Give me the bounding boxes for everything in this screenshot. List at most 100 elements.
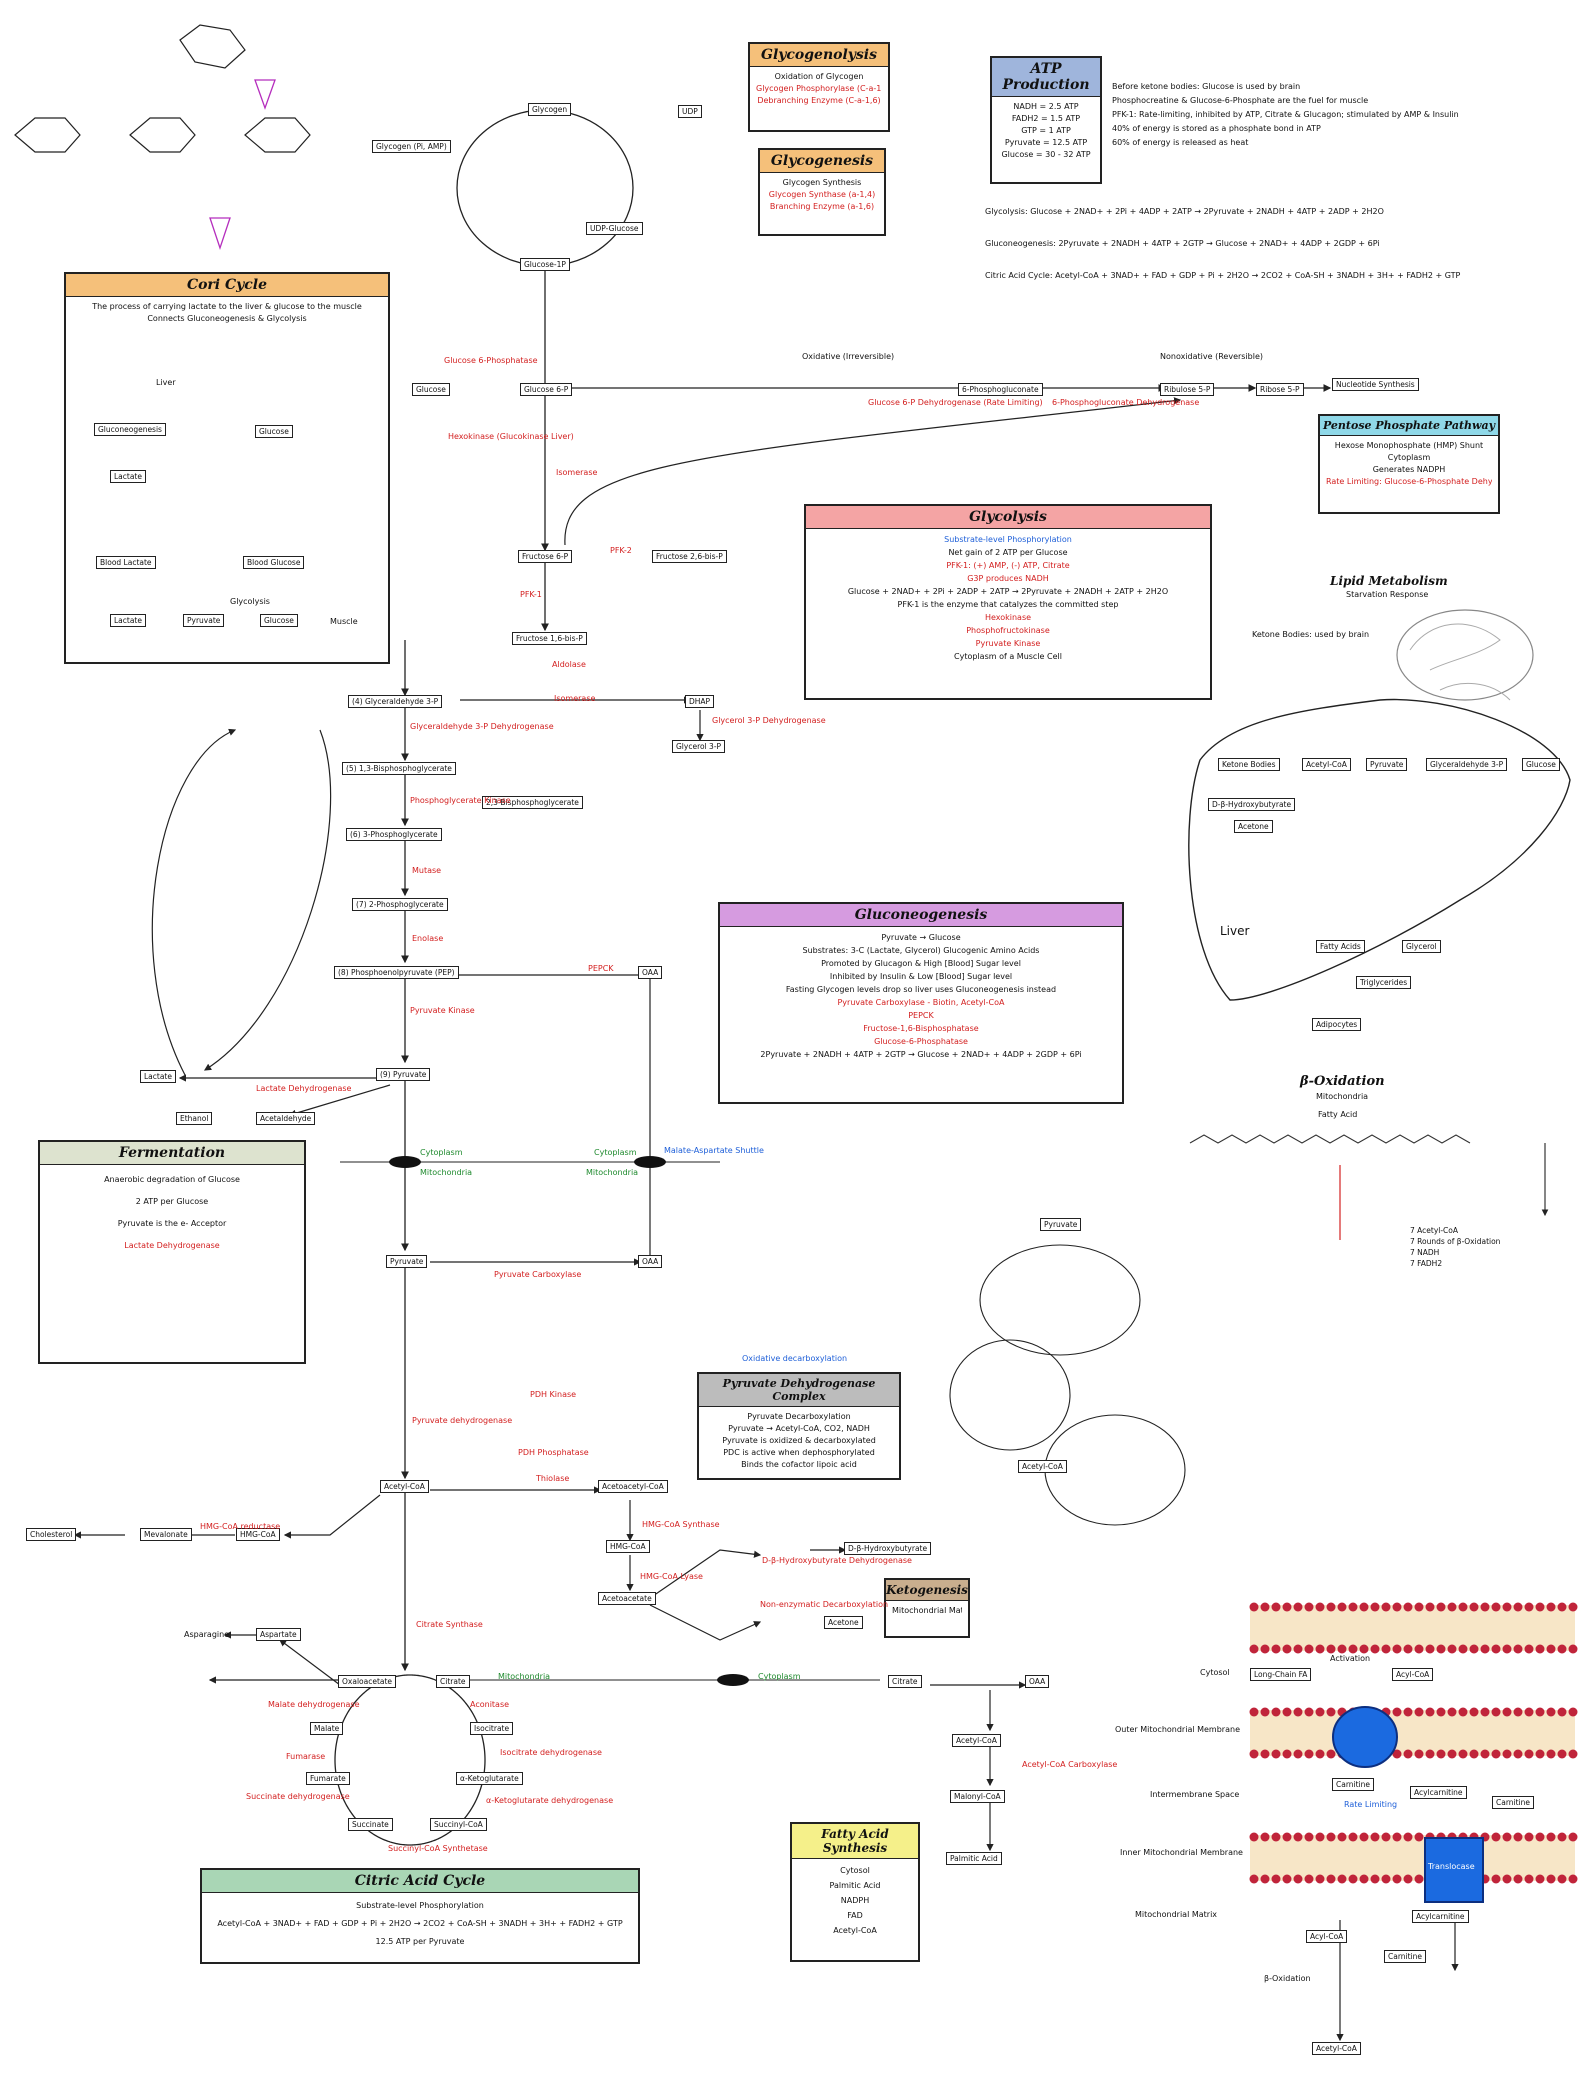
lipid-head — [1326, 1749, 1336, 1759]
node-6pg: 6-Phosphogluconate — [958, 383, 1043, 396]
enz-pfk1: PFK-1 — [520, 590, 542, 599]
lipid-head — [1458, 1707, 1468, 1717]
lipid-head — [1469, 1602, 1479, 1612]
lipid-head — [1260, 1749, 1270, 1759]
mem-acetyl-coa-final: Acetyl-CoA — [1312, 2042, 1361, 2055]
node-succinate: Succinate — [348, 1818, 393, 1831]
lipid-head — [1436, 1602, 1446, 1612]
lipid-head — [1337, 1602, 1347, 1612]
lipid-head — [1381, 1644, 1391, 1654]
lipid-head — [1557, 1874, 1567, 1884]
gluconeogenesis-box: Gluconeogenesis Pyruvate → Glucose Subst… — [718, 902, 1124, 1104]
lipid-head — [1513, 1707, 1523, 1717]
lipid-head — [1381, 1874, 1391, 1884]
lipid-head — [1271, 1644, 1281, 1654]
lipid-head — [1513, 1749, 1523, 1759]
enz-aldolase: Aldolase — [552, 660, 586, 669]
mem-beta-ox: β-Oxidation — [1264, 1974, 1311, 1983]
mem-outer: Outer Mitochondrial Membrane — [1115, 1725, 1240, 1734]
note: Phosphocreatine & Glucose-6-Phosphate ar… — [1112, 96, 1369, 105]
lipid-head — [1535, 1749, 1545, 1759]
lipid-head — [1414, 1644, 1424, 1654]
lipid-head — [1546, 1874, 1556, 1884]
line: PFK-1: (+) AMP, (-) ATP, Citrate — [946, 561, 1070, 570]
lipid-head — [1447, 1602, 1457, 1612]
lipid-head — [1425, 1749, 1435, 1759]
node-3pg: (6) 3-Phosphoglycerate — [346, 828, 442, 841]
lipid-head — [1326, 1707, 1336, 1717]
note: 60% of energy is released as heat — [1112, 138, 1249, 147]
line: Fasting Glycogen levels drop so liver us… — [785, 985, 1057, 994]
node-23bpg: 2,3-Bisphosphoglycerate — [482, 796, 583, 809]
mem-long-chain-fa: Long-Chain FA — [1250, 1668, 1312, 1681]
lipid-head — [1315, 1749, 1325, 1759]
beta-ox-fa: Fatty Acid — [1318, 1110, 1358, 1119]
cori-lactate: Lactate — [110, 614, 146, 627]
node-acetyl-coa: Acetyl-CoA — [380, 1480, 429, 1493]
equation: Citric Acid Cycle: Acetyl-CoA + 3NAD+ + … — [985, 271, 1461, 280]
line: Acetyl-CoA + 3NAD+ + FAD + GDP + Pi + 2H… — [217, 1919, 623, 1928]
lipid-head — [1370, 1832, 1380, 1842]
node-f6p: Fructose 6-P — [518, 550, 573, 563]
lipid-head — [1315, 1832, 1325, 1842]
enz-decarb: Non-enzymatic Decarboxylation — [760, 1600, 889, 1609]
oxidative-label: Oxidative (Irreversible) — [802, 352, 895, 361]
node-b-hydroxybutyrate: D-β-Hydroxybutyrate — [844, 1542, 932, 1555]
mem-acylcarnitine2: Acylcarnitine — [1412, 1910, 1469, 1923]
lipid-head — [1326, 1644, 1336, 1654]
line: Inhibited by Insulin & Low [Blood] Sugar… — [829, 972, 1013, 981]
lipid-head — [1304, 1602, 1314, 1612]
pdc-title: Pyruvate Dehydrogenase Complex — [699, 1374, 899, 1407]
lipid-head — [1502, 1874, 1512, 1884]
enz-pdh-kinase: PDH Kinase — [530, 1390, 577, 1399]
node-g3p: (4) Glyceraldehyde 3-P — [348, 695, 443, 708]
cori-muscle-label: Muscle — [330, 617, 358, 626]
enz-g6pd: Glucose 6-P Dehydrogenase (Rate Limiting… — [868, 398, 1043, 407]
node-pep: (8) Phosphoenolpyruvate (PEP) — [334, 966, 459, 979]
lipid-head — [1480, 1602, 1490, 1612]
lipid-head — [1513, 1874, 1523, 1884]
glycogenesis-box: Glycogenesis Glycogen Synthesis Glycogen… — [758, 148, 886, 236]
translocase-transporter — [1424, 1837, 1484, 1903]
enz-acc: Acetyl-CoA Carboxylase — [1022, 1760, 1118, 1769]
node-g6p: Glucose 6-P — [520, 383, 573, 396]
node-13bpg: (5) 1,3-Bisphosphoglycerate — [342, 762, 456, 775]
atp-title: ATP Production — [992, 58, 1100, 97]
enz-pdh: Pyruvate dehydrogenase — [412, 1416, 513, 1425]
fermentation-box: Fermentation Anaerobic degradation of Gl… — [38, 1140, 306, 1364]
lipid-head — [1348, 1644, 1358, 1654]
lipid-head — [1491, 1644, 1501, 1654]
line: 2 ATP per Glucose — [135, 1197, 209, 1206]
node-isocitrate: Isocitrate — [470, 1722, 514, 1735]
lipid-head — [1447, 1749, 1457, 1759]
lipid-head — [1315, 1644, 1325, 1654]
enz-pdh-phosphatase: PDH Phosphatase — [518, 1448, 589, 1457]
lipid-head — [1524, 1874, 1534, 1884]
lipid-head — [1491, 1602, 1501, 1612]
node-dhap: DHAP — [685, 695, 715, 708]
lipid-head — [1568, 1832, 1578, 1842]
lipid-head — [1260, 1832, 1270, 1842]
line: Glycogen Phosphorylase (C-a-1,4) — [756, 84, 882, 93]
line: Glucose-6-Phosphatase — [874, 1037, 968, 1046]
glycolysis-title: Glycolysis — [806, 506, 1210, 529]
lipid-head — [1260, 1707, 1270, 1717]
loop-pyruvate: Pyruvate — [1040, 1218, 1082, 1231]
line: NADH = 2.5 ATP — [1013, 102, 1079, 111]
lipid-head — [1293, 1707, 1303, 1717]
lipid-title: Lipid Metabolism — [1330, 574, 1448, 588]
node-citrate: Citrate — [436, 1675, 470, 1688]
lipid-head — [1414, 1707, 1424, 1717]
comp-malate-aspartate: Malate-Aspartate Shuttle — [664, 1146, 764, 1155]
line: Cytoplasm — [1387, 453, 1431, 462]
lipid-head — [1381, 1602, 1391, 1612]
lipid-head — [1403, 1602, 1413, 1612]
lipid-head — [1282, 1644, 1292, 1654]
line: Debranching Enzyme (C-a-1,6) — [757, 96, 881, 105]
enz-mutase: Mutase — [412, 866, 442, 875]
enz-pgk: Phosphoglycerate Kinase — [410, 796, 511, 805]
mem-translocase: Translocase — [1428, 1862, 1475, 1871]
lipid-head — [1392, 1602, 1402, 1612]
lipid-head — [1524, 1749, 1534, 1759]
